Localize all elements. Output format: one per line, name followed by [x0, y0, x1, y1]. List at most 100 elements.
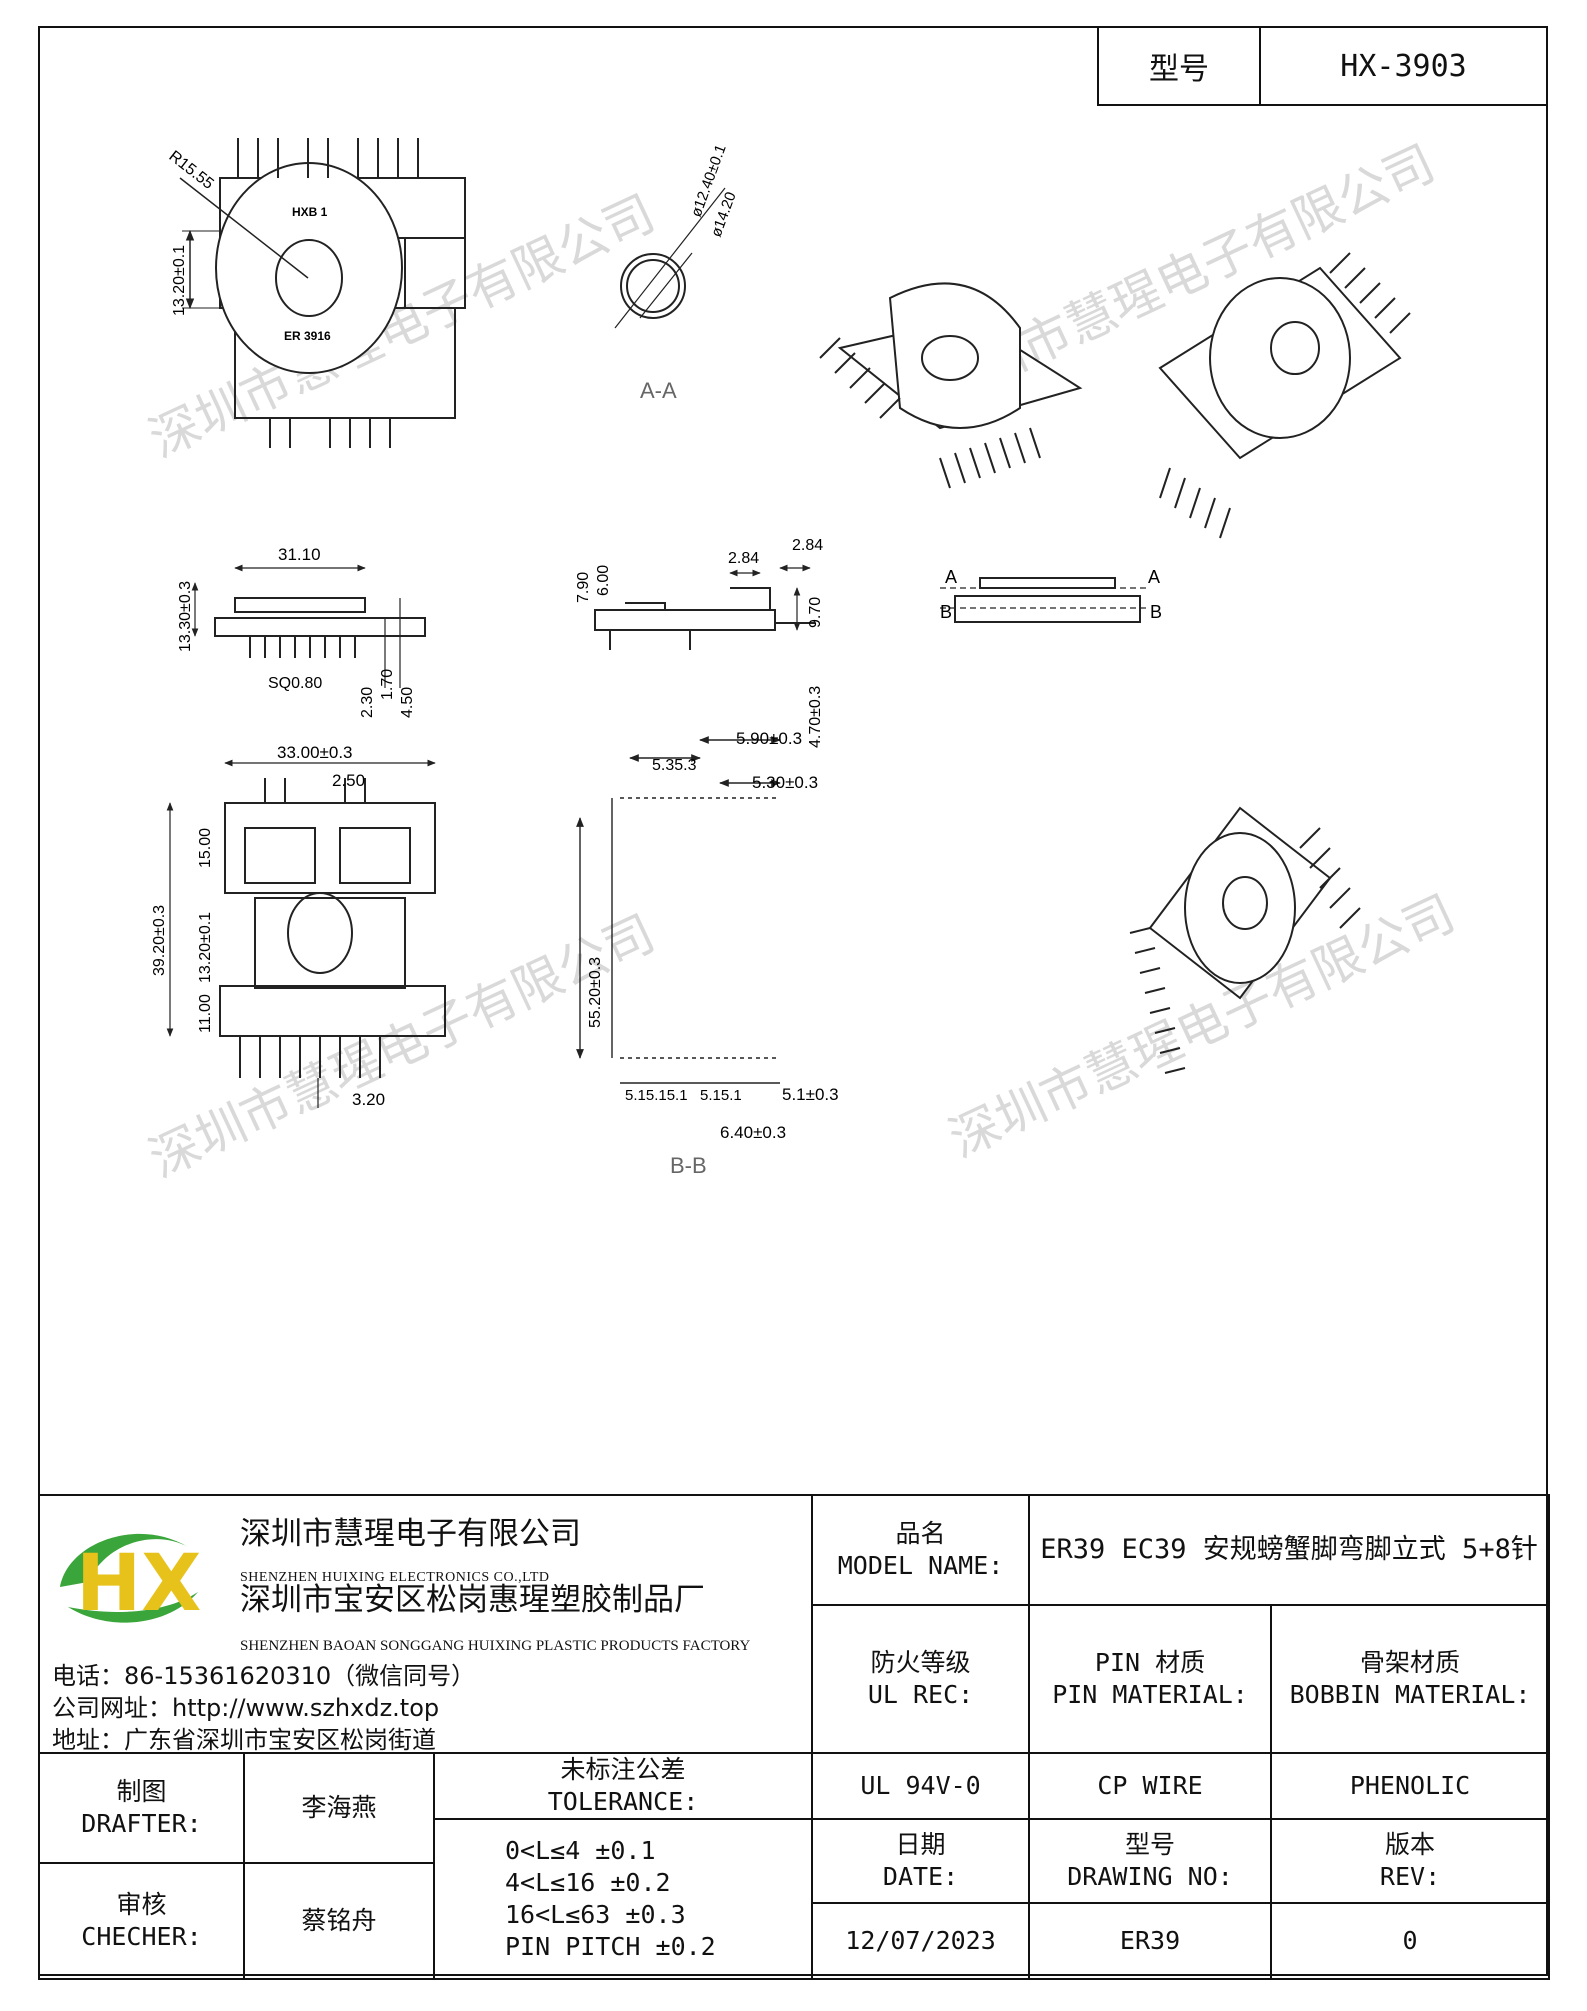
drawing-no-value: ER39 — [1028, 1902, 1273, 1980]
logo-swoosh — [60, 1533, 188, 1587]
side-view-3 — [940, 577, 1150, 623]
date-label-cn: 日期 — [895, 1830, 946, 1859]
rev-label: 版本 REV: — [1270, 1818, 1551, 1904]
phone: 电话：86-15361620310（微信同号） — [52, 1662, 476, 1690]
factory-name-en: SHENZHEN BAOAN SONGGANG HUIXING PLASTIC … — [240, 1638, 751, 1654]
logo-swoosh-bottom — [68, 1592, 198, 1623]
dim-39-20: 39.20±0.3 — [151, 905, 168, 976]
pin-label: PIN 材质 PIN MATERIAL: — [1028, 1604, 1273, 1754]
dim-5-15-1: 5.15.1 — [700, 1087, 742, 1104]
dim-5-90: 5.90±0.3 — [736, 729, 802, 748]
pin-label-en: PIN MATERIAL: — [1052, 1680, 1248, 1709]
date-value: 12/07/2023 — [811, 1902, 1031, 1980]
bobbin-mark-1: HXB 1 — [292, 205, 328, 219]
dim-55-20: 55.20±0.3 — [587, 957, 604, 1028]
rev-label-cn: 版本 — [1385, 1830, 1436, 1859]
section-bb — [576, 736, 781, 1084]
drafter-value: 李海燕 — [243, 1752, 435, 1864]
rev-label-en: REV: — [1379, 1862, 1441, 1891]
dim-2-84-a: 2.84 — [728, 550, 759, 567]
checker-label: 审核 CHECHER: — [38, 1862, 245, 1980]
dim-15-00: 15.00 — [197, 828, 214, 868]
section-aa-label: A-A — [640, 378, 677, 403]
section-aa — [614, 187, 726, 329]
model-header-key: 型号 — [1099, 28, 1261, 104]
ul-label-en: UL REC: — [867, 1680, 974, 1709]
front-view — [166, 759, 446, 1108]
tolerance-line-3: 16<L≤63 ±0.3 — [505, 1900, 686, 1929]
section-bb-label: B-B — [670, 1153, 707, 1178]
technical-drawing: 深圳市慧瑆电子有限公司 深圳市慧瑆电子有限公司 深圳市慧瑆电子有限公司 深圳市慧… — [141, 135, 1463, 1188]
pin-label-cn: PIN 材质 — [1094, 1648, 1206, 1677]
website-link[interactable]: 公司网址：http://www.szhxdz.top — [52, 1694, 440, 1722]
section-a-left: A — [945, 567, 957, 587]
dim-2-84-b: 2.84 — [792, 537, 823, 554]
watermark-3: 深圳市慧瑆电子有限公司 — [141, 905, 663, 1188]
tolerance-values: 0<L≤4 ±0.1 4<L≤16 ±0.2 16<L≤63 ±0.3 PIN … — [432, 1818, 814, 1980]
drafter-label-cn: 制图 — [116, 1777, 167, 1806]
date-label-en: DATE: — [882, 1862, 959, 1891]
dim-5-15-15-1: 5.15.15.1 — [625, 1087, 688, 1104]
checker-value: 蔡铭舟 — [243, 1862, 435, 1980]
bobbin-mark-2: ER 3916 — [284, 329, 331, 343]
dim-33-00: 33.00±0.3 — [277, 743, 353, 762]
title-block: HX 深圳市慧瑆电子有限公司 SHENZHEN HUIXING ELECTRON… — [37, 1494, 1551, 1980]
section-b-left: B — [940, 602, 952, 622]
drafter-label: 制图 DRAFTER: — [38, 1752, 245, 1864]
rev-value: 0 — [1270, 1902, 1551, 1980]
dim-5-35-3: 5.35.3 — [652, 757, 697, 774]
tolerance-line-2: 4<L≤16 ±0.2 — [505, 1868, 671, 1897]
tolerance-label-cn: 未标注公差 — [560, 1755, 686, 1784]
company-name-cn: 深圳市慧瑆电子有限公司 — [240, 1516, 581, 1552]
iso-view-3 — [1129, 806, 1361, 1074]
dim-9-70: 9.70 — [807, 597, 824, 628]
model-name-label-en: MODEL NAME: — [837, 1551, 1004, 1580]
dim-d2: ø14.20 — [708, 190, 740, 240]
model-name-value: ER39 EC39 安规螃蟹脚弯脚立式 5+8针 — [1028, 1494, 1551, 1606]
model-header: 型号 HX-3903 — [1097, 28, 1546, 106]
dim-1-70: 1.70 — [379, 669, 396, 700]
section-b-right: B — [1150, 602, 1162, 622]
drawing-no-label-cn: 型号 — [1125, 1830, 1176, 1859]
drafter-label-en: DRAFTER: — [81, 1809, 202, 1838]
bobbin-label: 骨架材质 BOBBIN MATERIAL: — [1270, 1604, 1551, 1754]
dim-3-20: 3.20 — [352, 1090, 385, 1109]
dim-2-30: 2.30 — [359, 687, 376, 718]
dim-7-90: 7.90 — [575, 572, 592, 603]
ul-label: 防火等级 UL REC: — [811, 1604, 1031, 1754]
top-view — [179, 138, 466, 448]
drawing-no-label-en: DRAWING NO: — [1067, 1862, 1233, 1891]
ul-value: UL 94V-0 — [811, 1752, 1031, 1820]
dim-4-50: 4.50 — [399, 687, 416, 718]
model-name-label-cn: 品名 — [895, 1519, 946, 1548]
logo-text: HX — [76, 1539, 201, 1629]
checker-label-en: CHECHER: — [81, 1922, 202, 1951]
iso-view-1 — [819, 282, 1083, 489]
dim-6-40: 6.40±0.3 — [720, 1123, 786, 1142]
date-label: 日期 DATE: — [811, 1818, 1031, 1904]
drawing-no-label: 型号 DRAWING NO: — [1028, 1818, 1273, 1904]
dim-2-50: 2.50 — [332, 771, 365, 790]
tolerance-label: 未标注公差 TOLERANCE: — [432, 1752, 814, 1820]
company-block: HX 深圳市慧瑆电子有限公司 SHENZHEN HUIXING ELECTRON… — [37, 1494, 814, 1756]
dim-6-00: 6.00 — [595, 565, 612, 596]
side-view-2 — [594, 564, 815, 650]
bobbin-label-en: BOBBIN MATERIAL: — [1289, 1680, 1531, 1709]
dim-13-20: 13.20±0.1 — [171, 245, 188, 316]
pin-value: CP WIRE — [1028, 1752, 1273, 1820]
tolerance-line-4: PIN PITCH ±0.2 — [505, 1932, 716, 1961]
section-a-right: A — [1148, 567, 1160, 587]
contact-info: 电话：86-15361620310（微信同号） 公司网址：http://www.… — [52, 1660, 475, 1756]
model-name-label: 品名 MODEL NAME: — [811, 1494, 1031, 1606]
model-header-value: HX-3903 — [1340, 48, 1467, 84]
dim-5-30: 5.30±0.3 — [752, 773, 818, 792]
iso-view-2 — [1158, 252, 1411, 539]
tolerance-line-1: 0<L≤4 ±0.1 — [505, 1836, 656, 1865]
dim-5-1: 5.1±0.3 — [782, 1085, 839, 1104]
side-view-1 — [191, 564, 426, 688]
dim-11-00: 11.00 — [197, 994, 214, 1033]
dim-sq: SQ0.80 — [268, 675, 322, 692]
factory-name-cn: 深圳市宝安区松岗惠瑆塑胶制品厂 — [240, 1582, 705, 1618]
company-logo: HX — [60, 1533, 201, 1629]
dim-4-70: 4.70±0.3 — [807, 686, 824, 748]
